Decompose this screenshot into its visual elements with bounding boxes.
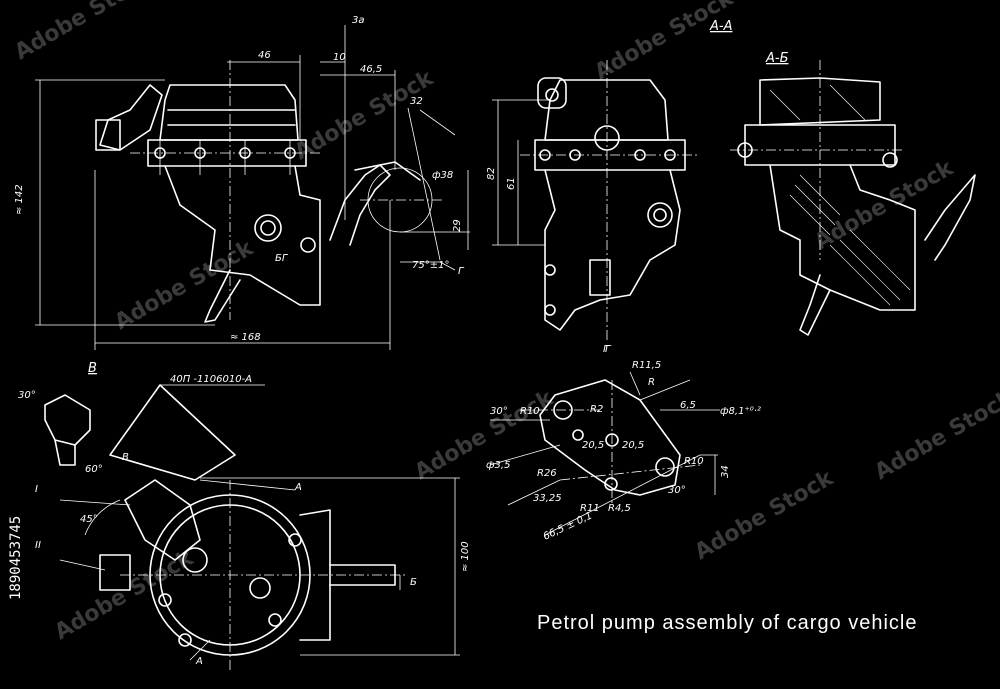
- section-marker-g: Г: [458, 266, 465, 277]
- section-a-a-view: А-А 82 61 Г: [486, 19, 732, 355]
- dim-32: 32: [410, 96, 423, 107]
- dim-75-deg: 75°±1°: [412, 260, 449, 271]
- dim-82: 82: [486, 167, 497, 180]
- dim-r4-5: R4,5: [608, 503, 631, 514]
- dim-66-5: 66,5 ± 0,1: [542, 510, 595, 542]
- dim-34: 34: [720, 465, 731, 478]
- dim-10: 10: [333, 52, 346, 63]
- dim-46: 46: [258, 50, 271, 61]
- view-marker-v: В: [122, 452, 129, 463]
- dim-61: 61: [506, 177, 517, 190]
- hatching: [769, 84, 911, 306]
- dim-8-1: ф8,1⁺⁰·²: [720, 406, 761, 417]
- dim-33-25: 33,25: [533, 493, 562, 504]
- dim-30-deg: 30°: [18, 390, 36, 401]
- dim-r10-a: R10: [520, 406, 540, 417]
- watermark-text: Adobe Stock: [51, 545, 199, 645]
- part-number: 40П -1106010-А: [170, 374, 252, 385]
- dim-r11-5: R11,5: [632, 360, 661, 371]
- dim-r26: R26: [537, 468, 557, 479]
- detail-marker-ii: II: [35, 540, 41, 551]
- watermark-text: Adobe Stock: [591, 0, 739, 85]
- watermark-text: Adobe Stock: [871, 385, 1000, 485]
- dim-168: ≈ 168: [230, 332, 261, 343]
- dim-r11: R11: [580, 503, 600, 514]
- section-marker-a-bottom: А: [195, 656, 203, 667]
- dim-30-deg-c: 30°: [668, 485, 686, 496]
- dim-60-deg: 60°: [85, 464, 103, 475]
- detail-marker-i: I: [35, 484, 38, 495]
- drawing-caption: Petrol pump assembly of cargo vehicle: [537, 612, 918, 634]
- watermark-text: Adobe Stock: [811, 155, 959, 255]
- section-title-aa: А-А: [709, 19, 732, 34]
- section-marker-a-top: А: [294, 482, 302, 493]
- front-view: ≈ 142 ≈ 168 46 10 3а 46,5 32 ф38 29 75°±…: [14, 15, 470, 350]
- dim-20-5-a: 20,5: [582, 440, 604, 451]
- section-marker-b: Б: [410, 577, 417, 588]
- section-title-ab: А-Б: [765, 51, 789, 66]
- stock-id: 1890453745: [8, 516, 24, 600]
- watermark-text: Adobe Stock: [11, 0, 159, 65]
- dim-142: ≈ 142: [14, 184, 25, 215]
- view-title-g: Г: [605, 344, 612, 355]
- dim-3-5: ф3,5: [486, 460, 510, 471]
- dim-3a: 3а: [352, 15, 365, 26]
- dim-6-5: 6,5: [680, 400, 696, 411]
- view-v: В 40П -1106010-А 30° 60° В А А Б I: [18, 361, 471, 670]
- dim-20-5-b: 20,5: [622, 440, 644, 451]
- section-marker-g2: Г: [603, 344, 610, 355]
- dim-r: R: [648, 377, 655, 388]
- dim-100: ≈ 100: [460, 541, 471, 572]
- view-title-v: В: [88, 361, 97, 376]
- dim-r2: R2: [590, 404, 603, 415]
- dim-30-deg-b: 30°: [490, 406, 508, 417]
- dim-r10-b: R10: [684, 456, 704, 467]
- section-a-b-view: А-Б: [730, 51, 976, 336]
- dim-29: 29: [452, 219, 463, 232]
- watermark-text: Adobe Stock: [691, 465, 839, 565]
- view-g-flange: Г R11,5 R R10 30° R2 6,5 ф8,1⁺⁰·² 20,5 2…: [486, 344, 761, 543]
- dim-38: ф38: [432, 170, 453, 181]
- dim-45-deg: 45°: [80, 514, 98, 525]
- label-bg: БГ: [275, 253, 289, 264]
- dim-46-5: 46,5: [360, 64, 382, 75]
